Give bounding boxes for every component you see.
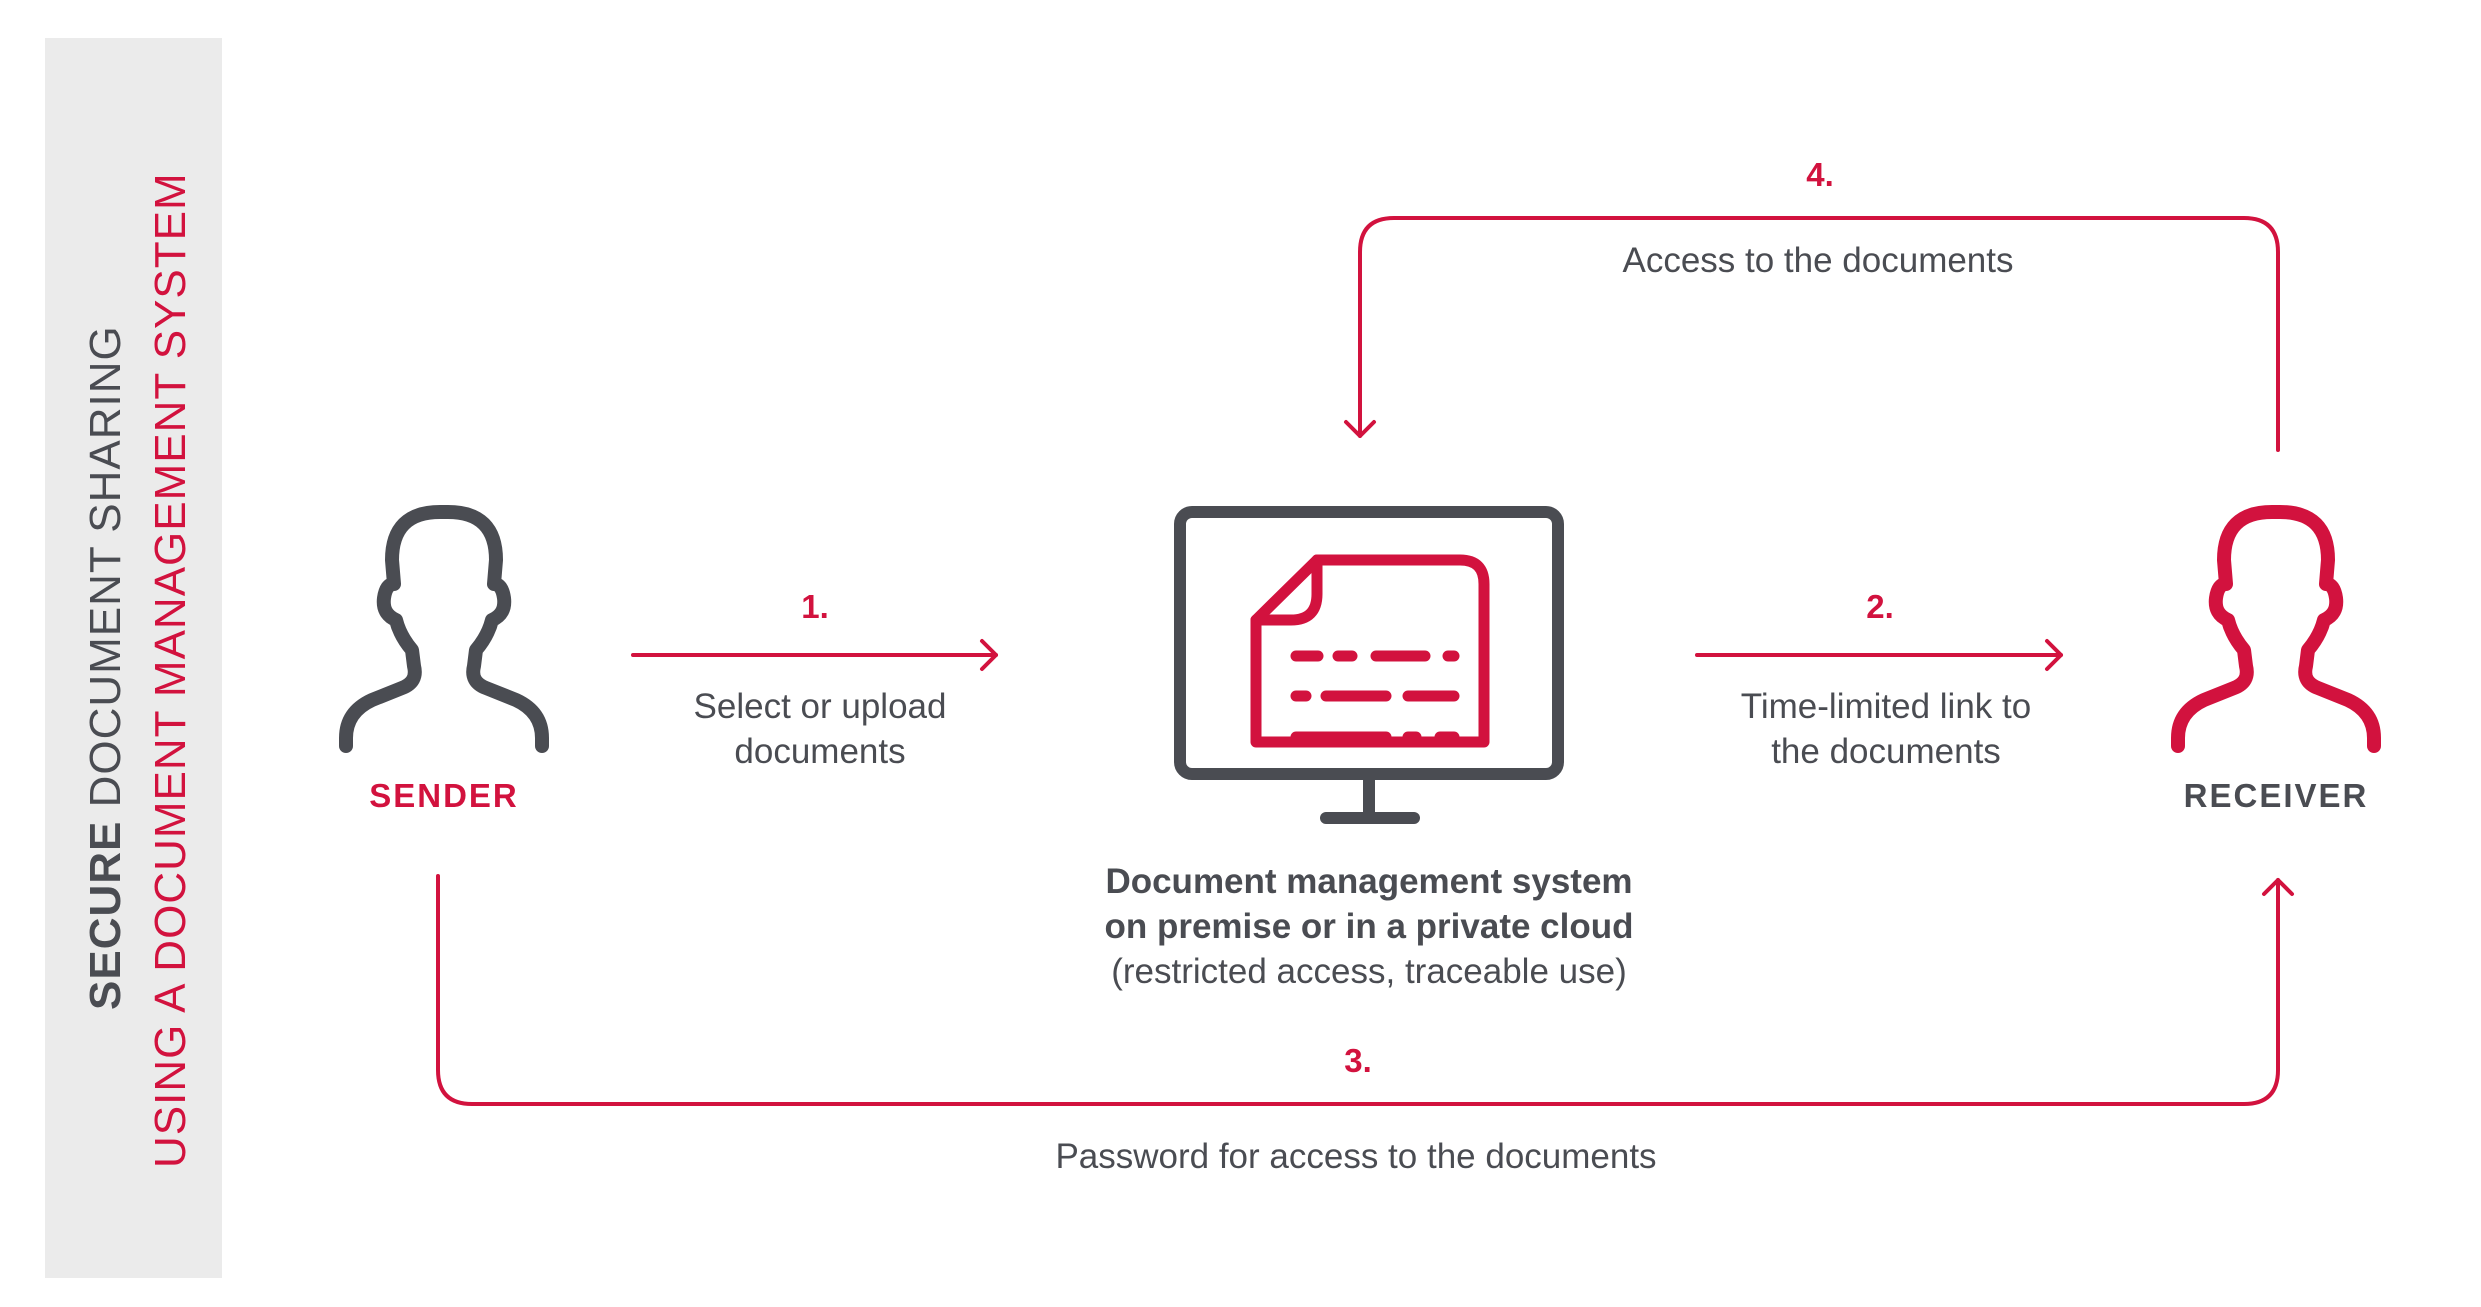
step-3-label: Password for access to the documents [1055, 1137, 1656, 1176]
side-title: SECURE DOCUMENT SHARING [81, 325, 130, 1010]
system-title-line2: on premise or in a private cloud [1104, 907, 1633, 946]
side-title-band [45, 38, 222, 1278]
receiver-label: RECEIVER [2184, 777, 2369, 814]
arrow-step-3 [436, 874, 2294, 1106]
document-text-lines [1290, 650, 1460, 743]
step-3-number: 3. [1344, 1042, 1372, 1079]
step-1-label-line2: documents [734, 732, 905, 771]
system-note: (restricted access, traceable use) [1111, 952, 1626, 991]
arrow-step-4 [1344, 216, 2280, 452]
sender-label: SENDER [369, 777, 519, 814]
step-1-number: 1. [801, 588, 829, 625]
arrow-step-2 [1695, 639, 2063, 671]
side-title-rest: DOCUMENT SHARING [81, 325, 130, 820]
step-4-number: 4. [1806, 156, 1834, 193]
sender-person-icon [339, 505, 549, 753]
step-4-label: Access to the documents [1622, 241, 2013, 280]
side-subtitle: USING A DOCUMENT MANAGEMENT SYSTEM [146, 172, 195, 1168]
receiver-person-icon [2171, 505, 2381, 753]
step-2-number: 2. [1866, 588, 1894, 625]
side-title-strong: SECURE [81, 821, 130, 1010]
monitor-screen [1174, 506, 1564, 780]
arrow-step-1 [631, 639, 998, 671]
step-1-label-line1: Select or upload [694, 687, 947, 726]
step-2-label-line1: Time-limited link to [1741, 687, 2031, 726]
monitor-document-icon [1174, 506, 1564, 824]
step-2-label-line2: the documents [1771, 732, 2001, 771]
system-title-line1: Document management system [1105, 862, 1632, 901]
